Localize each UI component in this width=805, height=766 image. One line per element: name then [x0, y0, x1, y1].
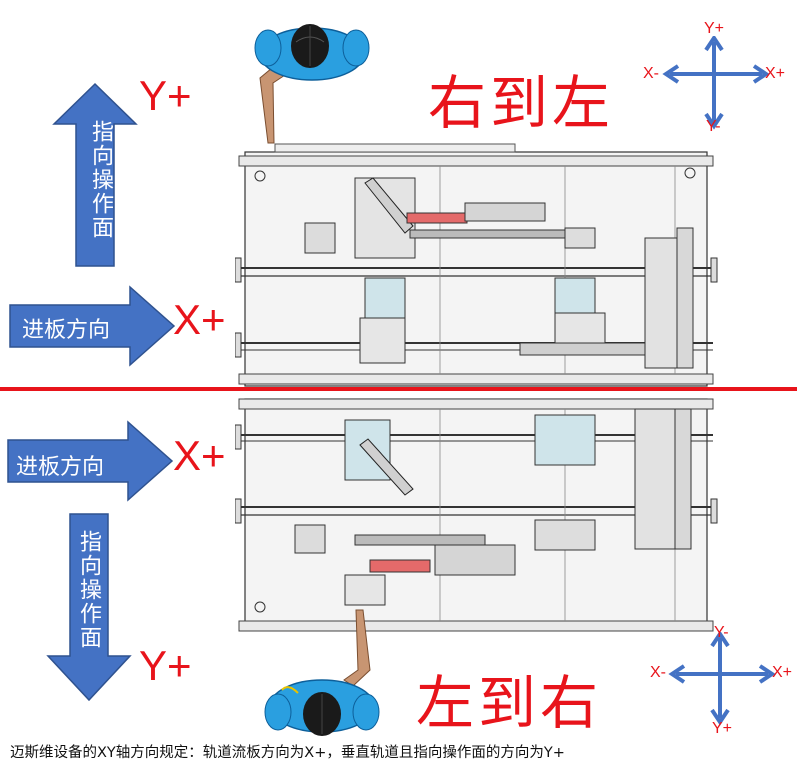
x-plus-label-bottom: X+: [173, 432, 226, 479]
arrow-x-text-bottom: 进板方向: [16, 455, 105, 480]
y-plus-label-bottom: Y+: [139, 642, 192, 689]
operator-bottom-icon: [264, 609, 380, 736]
arrow-y-up-top: [52, 82, 138, 267]
axis-bottom-x-minus: X-: [650, 664, 666, 681]
arrow-y-down-bottom: [46, 513, 132, 702]
direction-title-top: 右到左: [428, 69, 615, 137]
arrow-x-right-bottom: [7, 420, 174, 502]
axis-cross-icon-top: [662, 36, 770, 130]
machine-bottom-drawing: [235, 398, 718, 632]
machine-top-drawing: [235, 143, 718, 387]
arrow-y-text-top: 指向操作面: [88, 120, 113, 240]
arrow-x-right-top: [9, 285, 176, 367]
arrow-y-text-bottom: 指向操作面: [76, 530, 101, 650]
arrow-x-text-top: 进板方向: [22, 318, 111, 343]
y-plus-label-top: Y+: [139, 72, 192, 119]
axis-bottom-y-minus: Y-: [714, 624, 729, 641]
axis-cross-icon-bottom: [668, 632, 776, 726]
axis-top-x-plus: X+: [765, 65, 786, 82]
axis-top-y-minus: Y-: [706, 118, 721, 135]
operator-top-icon: [254, 24, 370, 144]
section-divider: [0, 387, 797, 391]
axis-top-x-minus: X-: [643, 65, 659, 82]
direction-title-bottom: 左到右: [416, 669, 603, 737]
caption-text: 迈斯维设备的XY轴方向规定：轨道流板方向为X+，垂直轨道且指向操作面的方向为Y+: [10, 745, 565, 761]
axis-bottom-x-plus: X+: [772, 664, 793, 681]
axis-bottom-y-plus: Y+: [712, 720, 733, 737]
axis-top-y-plus: Y+: [704, 20, 725, 37]
x-plus-label-top: X+: [173, 296, 226, 343]
